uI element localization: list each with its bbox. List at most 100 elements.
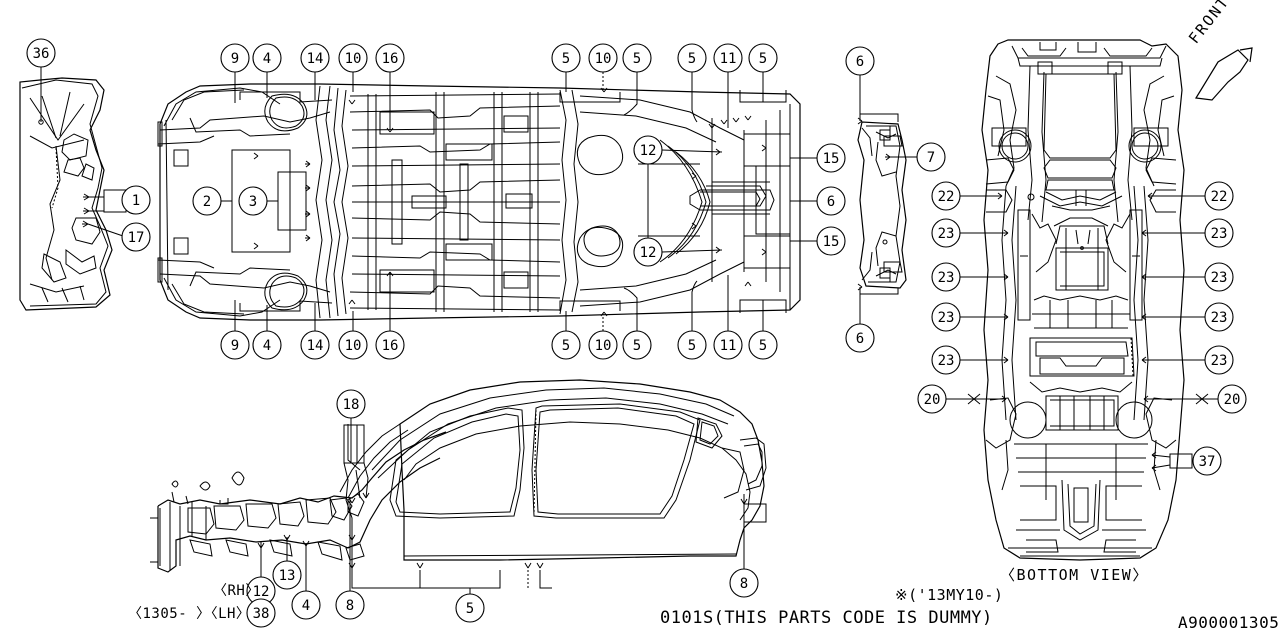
callout-5[interactable]: 5 bbox=[622, 330, 652, 360]
callout-bubble[interactable] bbox=[677, 330, 707, 360]
callout-23[interactable]: 23 bbox=[931, 345, 961, 375]
callout-10[interactable]: 10 bbox=[588, 43, 618, 73]
callout-bubble[interactable] bbox=[220, 43, 250, 73]
callout-bubble[interactable] bbox=[931, 302, 961, 332]
callout-bubble[interactable] bbox=[121, 222, 151, 252]
callout-bubble[interactable] bbox=[713, 330, 743, 360]
callout-bubble[interactable] bbox=[1217, 384, 1247, 414]
callout-bubble[interactable] bbox=[1204, 181, 1234, 211]
callout-6[interactable]: 6 bbox=[816, 186, 846, 216]
callout-10[interactable]: 10 bbox=[588, 330, 618, 360]
callout-8[interactable]: 8 bbox=[729, 568, 759, 598]
callout-23[interactable]: 23 bbox=[931, 218, 961, 248]
callout-bubble[interactable] bbox=[931, 345, 961, 375]
callout-37[interactable]: 37 bbox=[1192, 446, 1222, 476]
callout-4[interactable]: 4 bbox=[252, 43, 282, 73]
callout-bubble[interactable] bbox=[588, 43, 618, 73]
callout-bubble[interactable] bbox=[931, 181, 961, 211]
callout-11[interactable]: 11 bbox=[713, 43, 743, 73]
callout-38[interactable]: 38 bbox=[246, 598, 276, 628]
callout-14[interactable]: 14 bbox=[300, 330, 330, 360]
callout-36[interactable]: 36 bbox=[26, 38, 56, 68]
callout-17[interactable]: 17 bbox=[121, 222, 151, 252]
callout-5[interactable]: 5 bbox=[551, 330, 581, 360]
callout-23[interactable]: 23 bbox=[1204, 302, 1234, 332]
callout-15[interactable]: 15 bbox=[816, 226, 846, 256]
callout-14[interactable]: 14 bbox=[300, 43, 330, 73]
callout-23[interactable]: 23 bbox=[1204, 345, 1234, 375]
callout-22[interactable]: 22 bbox=[1204, 181, 1234, 211]
callout-bubble[interactable] bbox=[238, 186, 268, 216]
callout-bubble[interactable] bbox=[729, 568, 759, 598]
callout-15[interactable]: 15 bbox=[816, 143, 846, 173]
callout-9[interactable]: 9 bbox=[220, 43, 250, 73]
callout-bubble[interactable] bbox=[931, 218, 961, 248]
callout-13[interactable]: 13 bbox=[272, 560, 302, 590]
callout-12[interactable]: 12 bbox=[633, 135, 663, 165]
callout-bubble[interactable] bbox=[816, 186, 846, 216]
callout-bubble[interactable] bbox=[1192, 446, 1222, 476]
callout-bubble[interactable] bbox=[252, 43, 282, 73]
callout-bubble[interactable] bbox=[931, 262, 961, 292]
callout-18[interactable]: 18 bbox=[336, 389, 366, 419]
callout-5[interactable]: 5 bbox=[748, 330, 778, 360]
callout-bubble[interactable] bbox=[633, 135, 663, 165]
callout-bubble[interactable] bbox=[26, 38, 56, 68]
callout-bubble[interactable] bbox=[1204, 218, 1234, 248]
callout-bubble[interactable] bbox=[220, 330, 250, 360]
callout-bubble[interactable] bbox=[246, 598, 276, 628]
callout-12[interactable]: 12 bbox=[633, 237, 663, 267]
callout-bubble[interactable] bbox=[845, 323, 875, 353]
callout-bubble[interactable] bbox=[748, 43, 778, 73]
callout-bubble[interactable] bbox=[300, 330, 330, 360]
callout-5[interactable]: 5 bbox=[551, 43, 581, 73]
callout-bubble[interactable] bbox=[677, 43, 707, 73]
callout-1[interactable]: 1 bbox=[121, 185, 151, 215]
callout-16[interactable]: 16 bbox=[375, 330, 405, 360]
callout-bubble[interactable] bbox=[1204, 302, 1234, 332]
callout-bubble[interactable] bbox=[375, 43, 405, 73]
callout-bubble[interactable] bbox=[252, 330, 282, 360]
callout-11[interactable]: 11 bbox=[713, 330, 743, 360]
callout-23[interactable]: 23 bbox=[1204, 262, 1234, 292]
callout-bubble[interactable] bbox=[336, 389, 366, 419]
callout-bubble[interactable] bbox=[291, 590, 321, 620]
callout-bubble[interactable] bbox=[121, 185, 151, 215]
callout-bubble[interactable] bbox=[272, 560, 302, 590]
callout-7[interactable]: 7 bbox=[916, 142, 946, 172]
callout-4[interactable]: 4 bbox=[252, 330, 282, 360]
callout-12[interactable]: 12 bbox=[246, 576, 276, 606]
callout-22[interactable]: 22 bbox=[931, 181, 961, 211]
callout-bubble[interactable] bbox=[816, 226, 846, 256]
callout-bubble[interactable] bbox=[551, 43, 581, 73]
callout-bubble[interactable] bbox=[622, 43, 652, 73]
callout-bubble[interactable] bbox=[588, 330, 618, 360]
callout-bubble[interactable] bbox=[713, 43, 743, 73]
callout-bubble[interactable] bbox=[633, 237, 663, 267]
callout-bubble[interactable] bbox=[455, 593, 485, 623]
callout-5[interactable]: 5 bbox=[748, 43, 778, 73]
callout-bubble[interactable] bbox=[192, 186, 222, 216]
callout-bubble[interactable] bbox=[845, 46, 875, 76]
callout-20[interactable]: 20 bbox=[917, 384, 947, 414]
callout-bubble[interactable] bbox=[748, 330, 778, 360]
callout-5[interactable]: 5 bbox=[677, 330, 707, 360]
callout-bubble[interactable] bbox=[1204, 345, 1234, 375]
callout-bubble[interactable] bbox=[551, 330, 581, 360]
callout-bubble[interactable] bbox=[1204, 262, 1234, 292]
callout-bubble[interactable] bbox=[338, 330, 368, 360]
callout-5[interactable]: 5 bbox=[677, 43, 707, 73]
callout-bubble[interactable] bbox=[816, 143, 846, 173]
callout-20[interactable]: 20 bbox=[1217, 384, 1247, 414]
callout-5[interactable]: 5 bbox=[622, 43, 652, 73]
callout-bubble[interactable] bbox=[917, 384, 947, 414]
callout-3[interactable]: 3 bbox=[238, 186, 268, 216]
callout-bubble[interactable] bbox=[916, 142, 946, 172]
callout-2[interactable]: 2 bbox=[192, 186, 222, 216]
callout-10[interactable]: 10 bbox=[338, 330, 368, 360]
callout-5[interactable]: 5 bbox=[455, 593, 485, 623]
callout-6[interactable]: 6 bbox=[845, 323, 875, 353]
callout-9[interactable]: 9 bbox=[220, 330, 250, 360]
callout-bubble[interactable] bbox=[300, 43, 330, 73]
callout-6[interactable]: 6 bbox=[845, 46, 875, 76]
